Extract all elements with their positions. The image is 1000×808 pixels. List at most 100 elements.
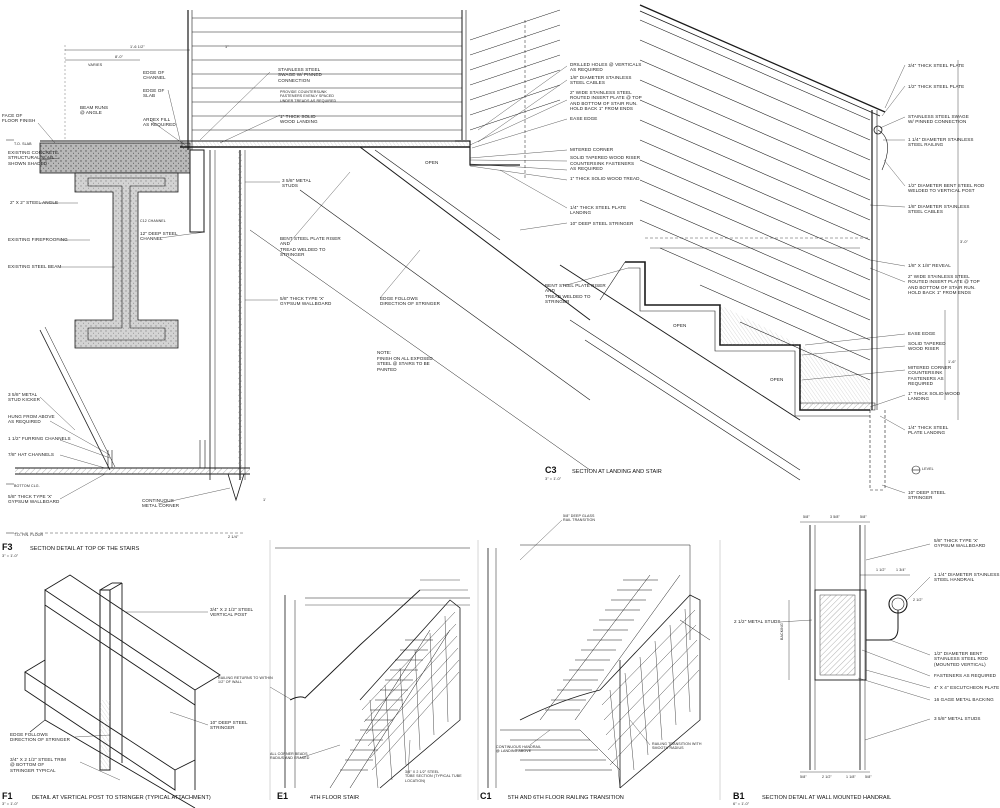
c3-label-wood-landing: 1" THICK SOLID WOOD LANDING xyxy=(908,391,961,402)
c3-label-stringer: 10" DEEP STEEL STRINGER xyxy=(570,221,634,226)
e1-stair-treads xyxy=(329,629,451,789)
b1-label-studs-left: 2 1/2" METAL STUDS xyxy=(734,619,781,624)
b1-label-gypsum: 5/8" THICK TYPE 'X' GYPSUM WALLBOARD xyxy=(934,538,986,549)
c3-label-plate-12: 1/2" THICK STEEL PLATE xyxy=(908,84,965,89)
c3-label-wood-tread: 1" THICK SOLID WOOD TREAD xyxy=(570,176,640,181)
c1-stair-treads xyxy=(500,574,681,788)
b1-dim-top-1: 5/8" xyxy=(803,515,810,519)
c3-label-swage: STAINLESS STEEL SWAGE W/ PINNED CONNECTI… xyxy=(908,114,969,125)
f3-label-metal-corner: CONTINUOUS METAL CORNER xyxy=(142,498,180,509)
c3-label-cables-r: 1/8" DIAMETER STAINLESS STEEL CABLES xyxy=(908,204,970,215)
b1-label-fasteners: FASTENERS AS REQUIRED xyxy=(934,673,997,678)
f1-label-edge: EDGE FOLLOWS DIRECTION OF STRINGER xyxy=(10,732,71,743)
f3-label-stud-kicker: 3 5/8" METAL STUD KICKER xyxy=(8,392,40,403)
b1-title-id: B1 xyxy=(733,791,745,801)
f3-label-swage: STAINLESS STEEL SWAGE W/ PINNED CONNECTI… xyxy=(278,67,322,83)
f3-label-steel-beam: EXISTING STEEL BEAM xyxy=(8,264,62,269)
c3-label-wood-riser: SOLID TAPERED WOOD RISER xyxy=(908,341,946,352)
b1-dim-bot-1: 5/8" xyxy=(800,775,807,779)
b1-dim-top-2: 3 5/8" xyxy=(830,515,840,519)
f3-label-hat-channels: 7/8" HAT CHANNELS xyxy=(8,452,55,457)
f3-label-concrete-slab: EXISTING CONCRETE STRUCTURAL SLAB SHOWN … xyxy=(8,150,59,166)
f3-label-hung: HUNG FROM ABOVE AS REQUIRED xyxy=(8,414,55,425)
c3-label-ease-edge-r: EASE EDGE xyxy=(908,331,936,336)
c3-label-bent-plate: BENT STEEL PLATE RISER AND TREAD WELDED … xyxy=(545,283,606,305)
f3-label-furring: 1 1/2" FURRING CHANNELS xyxy=(8,436,71,441)
c3-dim-side: 1'-6" xyxy=(948,360,957,364)
f1-drawing xyxy=(24,574,221,808)
f3-elev-clg: BOTTOM CLG. xyxy=(14,484,40,488)
f3-dim-3: VARIES xyxy=(88,63,103,67)
c3-cable-field xyxy=(639,19,871,381)
b1-label-bent-rod: 1/2" DIAMETER BENT STAINLESS STEEL ROD (… xyxy=(934,651,988,667)
c3-label-reveal: 1/8" X 1/8" REVEAL xyxy=(908,263,951,268)
c1-label-glass: 5/8" DEEP GLASS RAIL TRANSITION xyxy=(563,514,596,523)
b1-dim-bot-2: 2 1/2" xyxy=(822,775,832,779)
b1-escutcheon-plate xyxy=(859,589,867,681)
b1-dim-small-1: 1 1/2" xyxy=(876,568,886,572)
c3-label-plate-landing: 1/4" THICK STEEL PLATE LANDING xyxy=(570,205,627,216)
c3-title: SECTION AT LANDING AND STAIR xyxy=(572,469,662,475)
f3-title-id: F3 xyxy=(2,542,13,552)
f3-label-beam-runs: BEAM RUNS @ ANGLE xyxy=(80,105,109,116)
f3-label-countersink-top: PROVIDE COUNTERSUNK FASTENERS EVENLY SPA… xyxy=(280,90,337,103)
b1-drawing xyxy=(779,521,931,773)
b1-title: SECTION DETAIL AT WALL MOUNTED HANDRAIL xyxy=(762,795,892,801)
f3-dim-1: 1'-6 1/2" xyxy=(130,45,145,49)
f3-cables xyxy=(192,17,462,131)
f3-note: NOTE: FINISH ON ALL EXPOSED STEEL @ STAI… xyxy=(377,350,433,372)
f3-label-gypsum-lower: 5/8" THICK TYPE 'X' GYPSUM WALLBOARD xyxy=(8,494,60,505)
b1-label-escutcheon: 4" X 4" ESCUTCHEON PLATE xyxy=(934,685,1000,690)
f3-dim-4: 1" xyxy=(225,45,229,49)
f3-drawing xyxy=(6,10,591,534)
f3-label-metal-studs: 3 5/8" METAL STUDS xyxy=(282,178,312,189)
f3-elev-floor: T.O. FIN. FLOOR xyxy=(14,533,44,537)
c3-label-level: LEVEL xyxy=(922,467,934,471)
c3-label-railing: 1 1/4" DIAMETER STAINLESS STEEL RAILING xyxy=(908,137,974,148)
c3-label-insert-plate: 2" WIDE STAINLESS STEEL ROUTED INSERT PL… xyxy=(570,90,642,112)
b1-label-backing-v: BACKING xyxy=(780,623,784,640)
c3-label-plate-34: 3/4" THICK STEEL PLATE xyxy=(908,63,965,68)
c3-label-drilled-holes: DRILLED HOLES @ VERTICALS AS REQUIRED xyxy=(570,62,642,73)
e1-title-id: E1 xyxy=(277,791,289,801)
c3-label-mitered-r: MITERED CORNER COUNTERSINK FASTENERS AS … xyxy=(908,365,952,387)
c3-label-solid-riser: SOLID TAPERED WOOD RISER xyxy=(570,155,641,160)
c3-label-ease-edge: EASE EDGE xyxy=(570,116,598,121)
b1-handrail xyxy=(888,594,908,614)
f1-title-id: F1 xyxy=(2,791,13,801)
f3-label-edge-channel: EDGE OF CHANNEL xyxy=(143,70,166,81)
e1-label-rail-turns: RAILING RETURNS TO WITHIN 1/2" OF WALL xyxy=(218,676,273,685)
b1-dim-small-3: 2 1/2" xyxy=(913,598,923,602)
f3-label-ardex: ARDEX FILL AS REQUIRED xyxy=(143,117,176,128)
b1-label-backing: 16 GAGE METAL BACKING xyxy=(934,697,994,702)
f3-title: SECTION DETAIL AT TOP OF THE STAIRS xyxy=(30,546,140,552)
c3-label-insert-plate-r: 2" WIDE STAINLESS STEEL ROUTED INSERT PL… xyxy=(908,274,980,296)
c3-label-open-2: OPEN xyxy=(770,377,784,382)
e1-label-corner-bead: ALL CORNER BEADS RADIUS AND ERASED xyxy=(270,752,310,761)
f3-label-edge-slab: EDGE OF SLAB xyxy=(143,88,165,99)
f3-label-edge-follows: EDGE FOLLOWS DIRECTION OF STRINGER xyxy=(380,296,441,307)
c3-label-stringer-r: 10" DEEP STEEL STRINGER xyxy=(908,490,946,501)
c1-label-smooth: RAILING TRANSITION WITH SMOOTH RADIUS xyxy=(652,742,702,751)
f3-label-deep-channel: 12" DEEP STEEL CHANNEL xyxy=(140,231,178,242)
f1-label-stringer: 10" DEEP STEEL STRINGER xyxy=(210,720,248,731)
f3-dim-6: 1' xyxy=(263,498,267,502)
e1-drawing xyxy=(269,547,470,789)
c3-label-plate-landing-r: 1/4" THICK STEEL PLATE LANDING xyxy=(908,425,949,436)
f3-label-wood-landing: 1" THICK SOLID WOOD LANDING xyxy=(280,114,318,125)
c1-title: 5TH AND 6TH FLOOR RAILING TRANSITION xyxy=(508,795,624,801)
f1-label-trim: 3/4" X 2 1/2" STEEL TRIM @ BOTTOM OF STR… xyxy=(10,757,66,773)
b1-dim-small-2: 1 3/4" xyxy=(896,568,906,572)
c3-title-id: C3 xyxy=(545,465,557,475)
f3-label-face-floor: FACE OF FLOOR FINISH xyxy=(2,113,36,124)
f1-label-post: 3/4" X 2 1/2" STEEL VERTICAL POST xyxy=(210,607,254,618)
f3-title-scale: 3" = 1'-0" xyxy=(2,553,19,558)
b1-dim-bot-3: 1 1/8" xyxy=(846,775,856,779)
c3-title-scale: 3" = 1'-0" xyxy=(545,476,562,481)
sheet-separators xyxy=(269,540,721,800)
b1-label-handrail: 1 1/4" DIAMETER STAINLESS STEEL HANDRAIL xyxy=(934,572,1000,583)
e1-title: 4TH FLOOR STAIR xyxy=(310,795,360,801)
f3-label-fireproofing: EXISTING FIREPROOFING xyxy=(8,237,68,242)
f3-steel-channel xyxy=(189,149,205,233)
